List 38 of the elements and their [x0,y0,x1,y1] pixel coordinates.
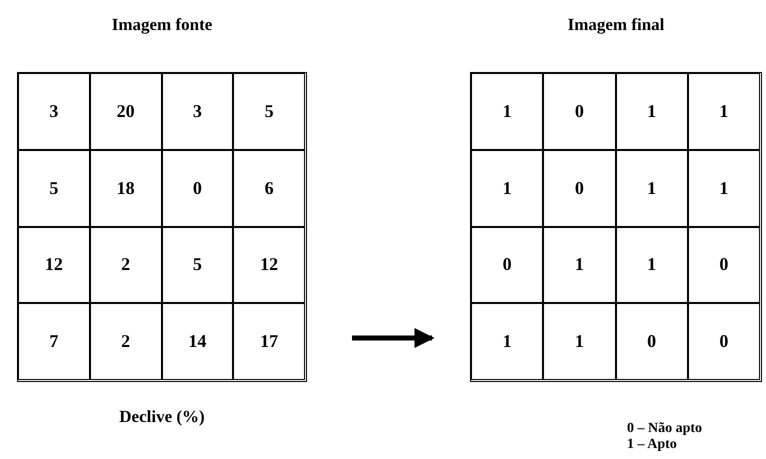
grid-cell: 1 [471,73,544,150]
grid-cell: 0 [688,303,760,380]
table-caption: Declive (%) [118,407,206,427]
grid-cell: 12 [18,226,90,304]
grid-cell: 0 [543,150,616,226]
grid-cell: 2 [90,303,162,380]
grid-cell: 18 [90,150,162,226]
grid-cell: 1 [616,73,688,150]
grid-cell: 14 [162,303,234,380]
grid-cell: 17 [233,303,305,380]
legend-note: 0 – Não apto [627,421,702,437]
grid-cell: 1 [543,226,616,304]
grid-cell: 0 [162,150,234,226]
table-title: Imagem final [566,15,666,35]
grid-cell: 0 [688,226,760,304]
grid-cell: 5 [18,150,90,226]
legend-note: 1 – Apto [627,437,677,453]
grid-cell: 5 [233,73,305,150]
grid-cell: 7 [18,303,90,380]
grid-cell: 5 [162,226,234,304]
grid-cell: 0 [543,73,616,150]
table-title: Imagem fonte [110,15,214,35]
grid-cell: 1 [471,150,544,226]
grid-cell: 1 [688,150,760,226]
grid-cell: 6 [233,150,305,226]
grid-cell: 1 [688,73,760,150]
grid-cell: 1 [616,150,688,226]
grid-cell: 20 [90,73,162,150]
grid-cell: 2 [90,226,162,304]
grid-cell: 1 [471,303,544,380]
grid-cell: 3 [18,73,90,150]
grid-cell: 3 [162,73,234,150]
grid-cell: 1 [543,303,616,380]
arrow [352,328,434,348]
grid-cell: 0 [471,226,544,304]
grid-cell: 1 [616,226,688,304]
grid-cell: 12 [233,226,305,304]
grid-cell: 0 [616,303,688,380]
